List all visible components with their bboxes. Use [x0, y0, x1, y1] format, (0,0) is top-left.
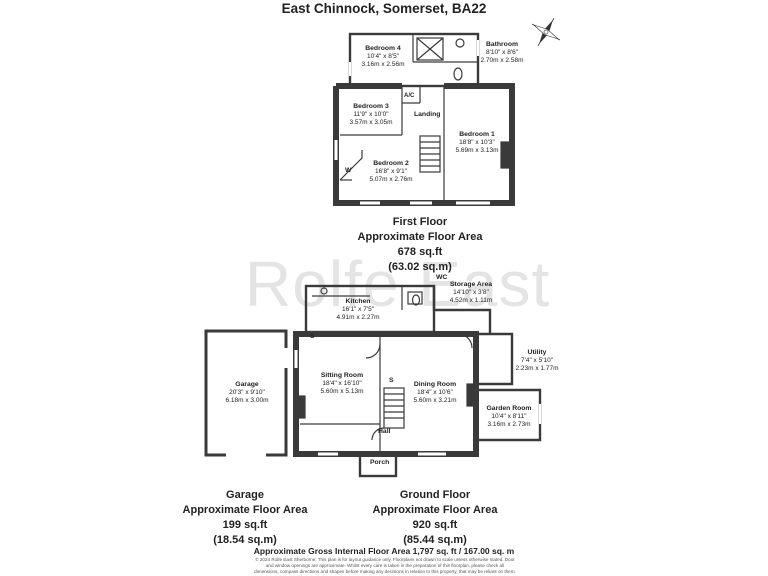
room-bedroom-1: Bedroom 1 18'8" x 10'3" 5.69m x 3.13m	[455, 131, 499, 154]
label-landing: Landing	[414, 111, 441, 118]
room-garden-room: Garden Room 10'4" x 8'11" 3.16m x 2.73m	[486, 405, 532, 428]
staircase-icon	[419, 135, 441, 173]
room-utility: Utility 7'4" x 5'10" 2.23m x 1.77m	[515, 349, 559, 372]
label-wardrobe: W	[345, 167, 352, 174]
first-floor-plan	[333, 32, 515, 206]
room-bedroom-2: Bedroom 2 16'8" x 9'1" 5.07m x 2.76m	[369, 160, 413, 183]
fireplace-icon	[466, 383, 475, 407]
room-storage-area: Storage Area 14'10" x 3'8" 4.52m x 1.11m	[449, 281, 493, 304]
sink-icon	[455, 38, 465, 48]
first-floor-summary: First Floor Approximate Floor Area 678 s…	[357, 216, 483, 273]
ground-floor-plan	[293, 284, 542, 478]
room-bedroom-4: Bedroom 4 10'4" x 8'5" 3.16m x 2.56m	[361, 45, 405, 68]
label-ac: A/C	[404, 93, 415, 99]
garage-summary: Garage Approximate Floor Area 199 sq.ft …	[182, 489, 308, 546]
sink-icon	[320, 287, 328, 295]
shower-icon	[416, 37, 444, 61]
room-garage: Garage 20'3" x 9'10" 6.18m x 3.00m	[225, 381, 269, 404]
disclaimer: © 2024 Rolfe East Sherborne. This plan i…	[254, 557, 516, 574]
label-hall: Hall	[378, 428, 391, 435]
room-dining-room: Dining Room 18'4" x 10'6" 5.60m x 3.21m	[413, 381, 457, 404]
ground-floor-summary: Ground Floor Approximate Floor Area 920 …	[372, 489, 498, 546]
compass-icon	[531, 17, 561, 47]
label-wc: WC	[436, 274, 448, 281]
room-sitting-room: Sitting Room 18'4" x 16'10" 5.60m x 5.13…	[320, 372, 364, 395]
gross-area: Approximate Gross Internal Floor Area 1,…	[253, 546, 515, 556]
watermark: Rolfe East	[245, 248, 551, 320]
toilet-icon	[411, 294, 421, 306]
room-bedroom-3: Bedroom 3 11'9" x 10'0" 3.57m x 3.05m	[349, 103, 393, 126]
fireplace-icon	[297, 395, 306, 419]
label-store-2: S	[389, 377, 394, 384]
plan-title: East Chinnock, Somerset, BA22	[281, 1, 487, 16]
label-porch: Porch	[370, 459, 390, 466]
room-bathroom: Bathroom 8'10" x 8'6" 2.70m x 2.58m	[480, 41, 524, 64]
garage-plan	[204, 329, 288, 457]
label-store-1: S	[310, 333, 315, 340]
staircase-icon	[383, 387, 405, 429]
toilet-icon	[453, 67, 463, 81]
room-kitchen: Kitchen 16'1" x 7'5" 4.91m x 2.27m	[336, 298, 380, 321]
